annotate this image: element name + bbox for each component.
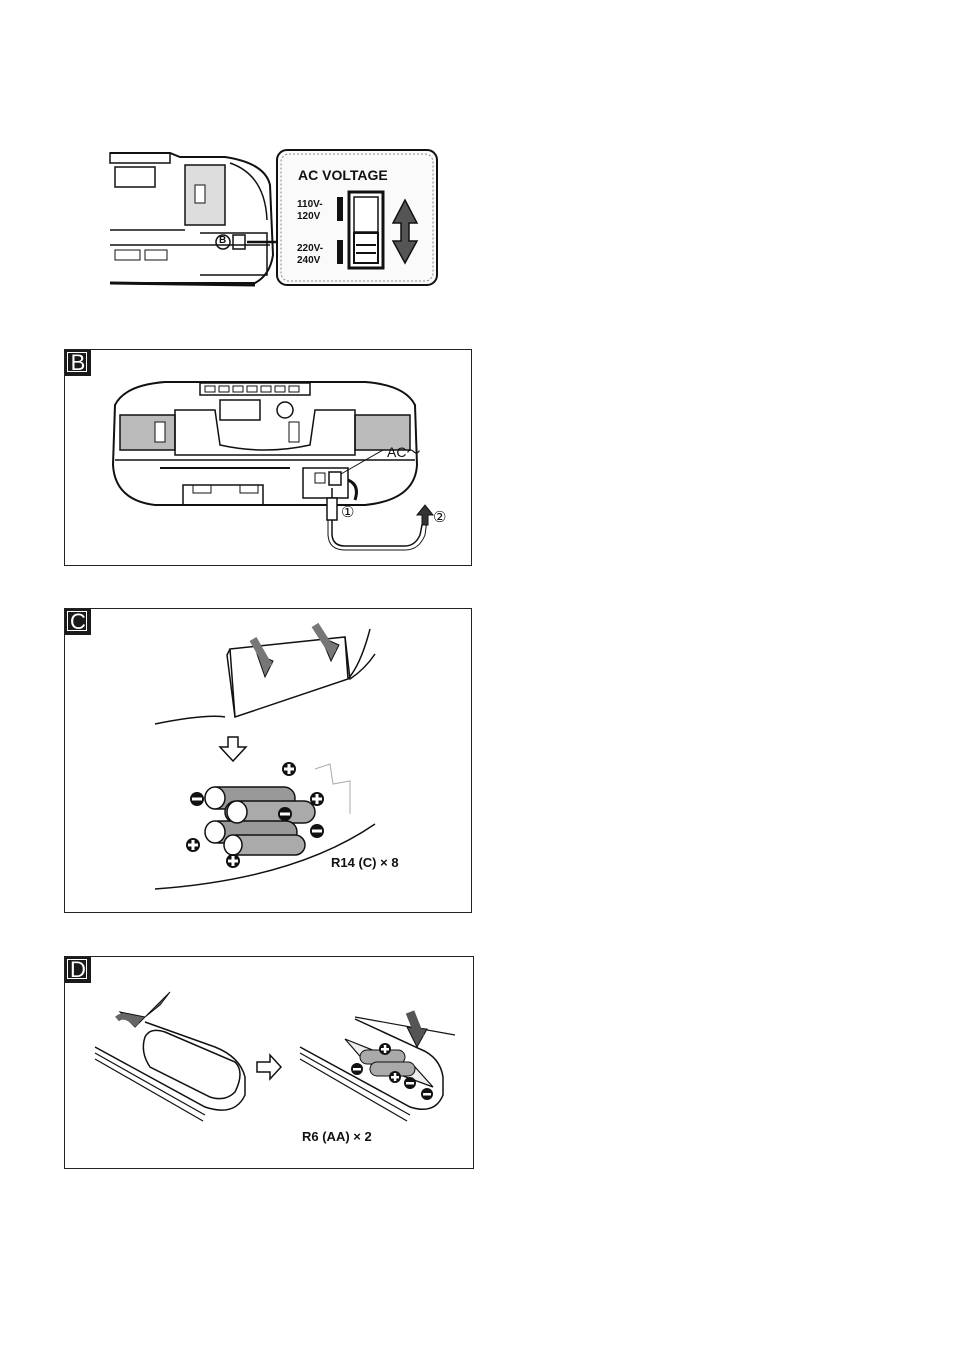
step-1-marker: ① xyxy=(341,503,354,521)
battery-compartment-illustration xyxy=(65,609,471,912)
ac-input-label: AC～ xyxy=(387,442,420,462)
remote-control-battery-illustration xyxy=(65,957,473,1168)
c-battery-type-label: R14 (C) × 8 xyxy=(331,855,399,870)
figure-c-c-battery-installation: C R14 (C) × 8 xyxy=(64,608,472,913)
voltage-high-label-1: 220V- xyxy=(297,243,323,254)
boombox-rear-partial-illustration xyxy=(105,145,445,295)
voltage-high-label-2: 240V xyxy=(297,255,320,266)
aa-battery-type-label: R6 (AA) × 2 xyxy=(302,1129,372,1144)
section-tag-c: C xyxy=(65,609,91,635)
section-tag-b: B xyxy=(65,350,91,376)
jack-label: B xyxy=(219,235,226,246)
figure-b-ac-connection: B AC～ ① ② xyxy=(64,349,472,566)
figure-a-voltage-selector: AC VOLTAGE 110V- 120V 220V- 240V B xyxy=(105,145,445,295)
ac-voltage-title: AC VOLTAGE xyxy=(298,167,388,183)
section-tag-d: D xyxy=(65,957,91,983)
voltage-low-label-1: 110V- xyxy=(297,199,323,210)
voltage-low-label-2: 120V xyxy=(297,211,320,222)
figure-d-remote-battery-installation: D R6 (AA) × 2 xyxy=(64,956,474,1169)
step-2-marker: ② xyxy=(433,508,446,526)
